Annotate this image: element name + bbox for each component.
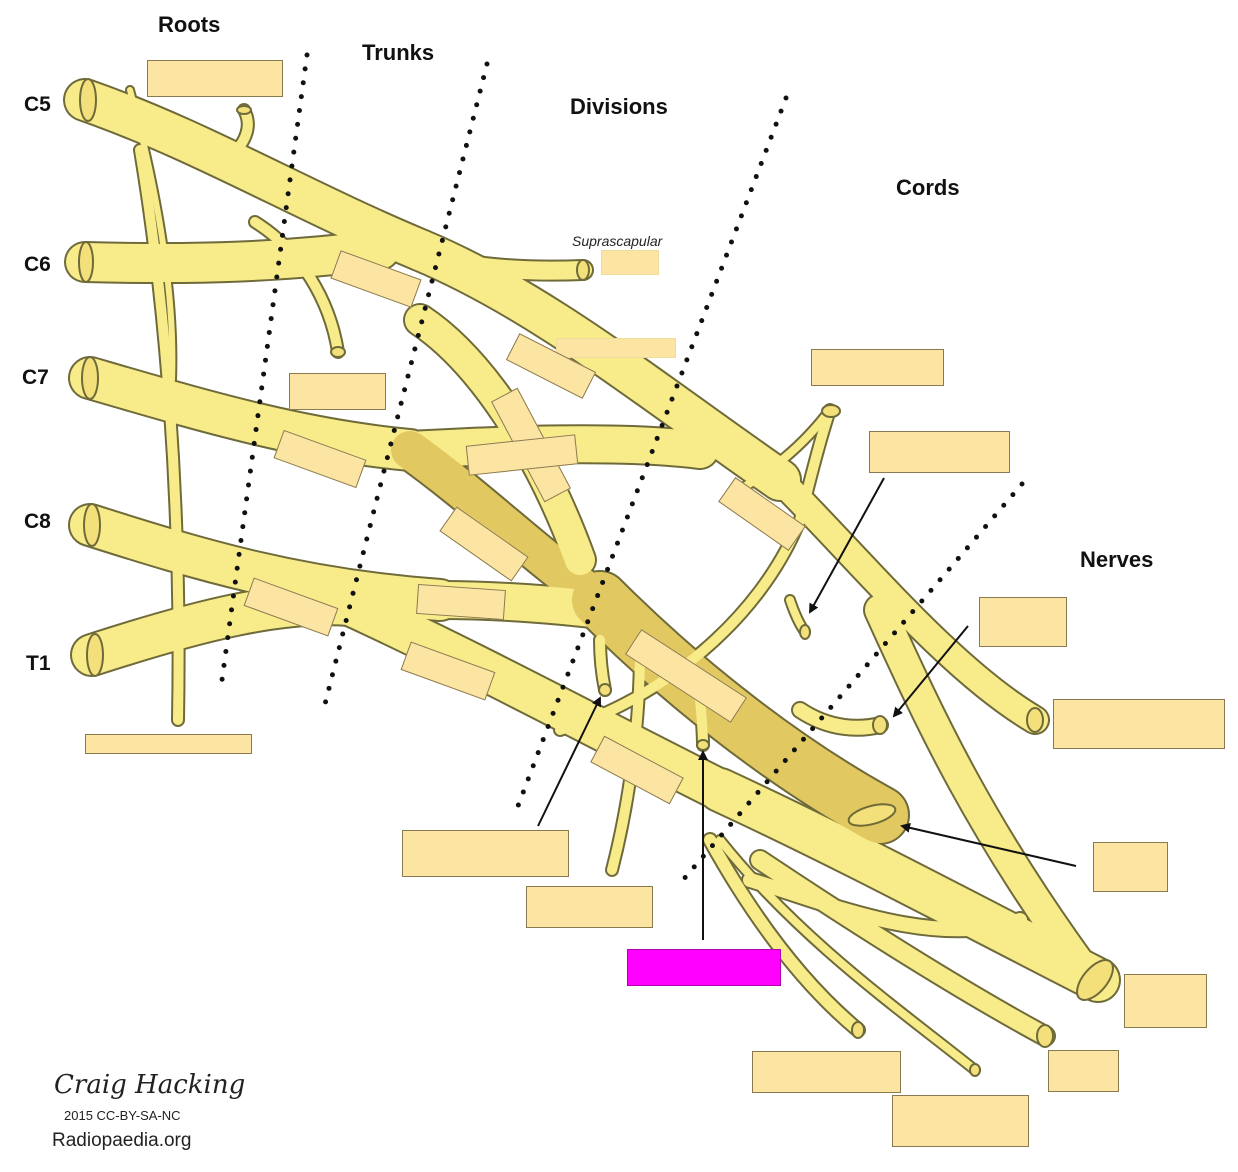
label-box[interactable]: [869, 431, 1010, 473]
author-signature: Craig Hacking: [54, 1070, 246, 1100]
root-label-c5: C5: [24, 93, 51, 116]
label-box[interactable]: [892, 1095, 1029, 1147]
label-box[interactable]: [416, 583, 506, 621]
root-label-c7: C7: [22, 366, 49, 389]
label-box[interactable]: [402, 830, 569, 877]
label-box[interactable]: [147, 60, 283, 97]
highlighted-label-box[interactable]: [627, 949, 781, 986]
trunks-header: Trunks: [362, 40, 435, 65]
label-box[interactable]: [1048, 1050, 1119, 1092]
label-box[interactable]: [526, 886, 653, 928]
suprascapular-label: Suprascapular: [572, 233, 663, 249]
root-label-t1: T1: [26, 652, 51, 675]
label-box[interactable]: [752, 1051, 901, 1093]
label-box[interactable]: [289, 373, 386, 410]
label-box[interactable]: [601, 250, 659, 275]
root-label-c6: C6: [24, 253, 51, 276]
cords-header: Cords: [896, 175, 960, 200]
label-box[interactable]: [979, 597, 1067, 647]
root-label-c8: C8: [24, 510, 51, 533]
roots-header: Roots: [158, 12, 221, 37]
label-box[interactable]: [1093, 842, 1168, 892]
nerves-header: Nerves: [1080, 547, 1154, 572]
label-box[interactable]: [811, 349, 944, 386]
divisions-header: Divisions: [570, 94, 668, 119]
label-box[interactable]: [85, 734, 252, 754]
label-box[interactable]: [556, 338, 676, 358]
label-box[interactable]: [1124, 974, 1207, 1028]
label-box[interactable]: [1053, 699, 1225, 749]
site-credit: Radiopaedia.org: [52, 1130, 192, 1151]
license-text: 2015 CC-BY-SA-NC: [64, 1108, 181, 1123]
